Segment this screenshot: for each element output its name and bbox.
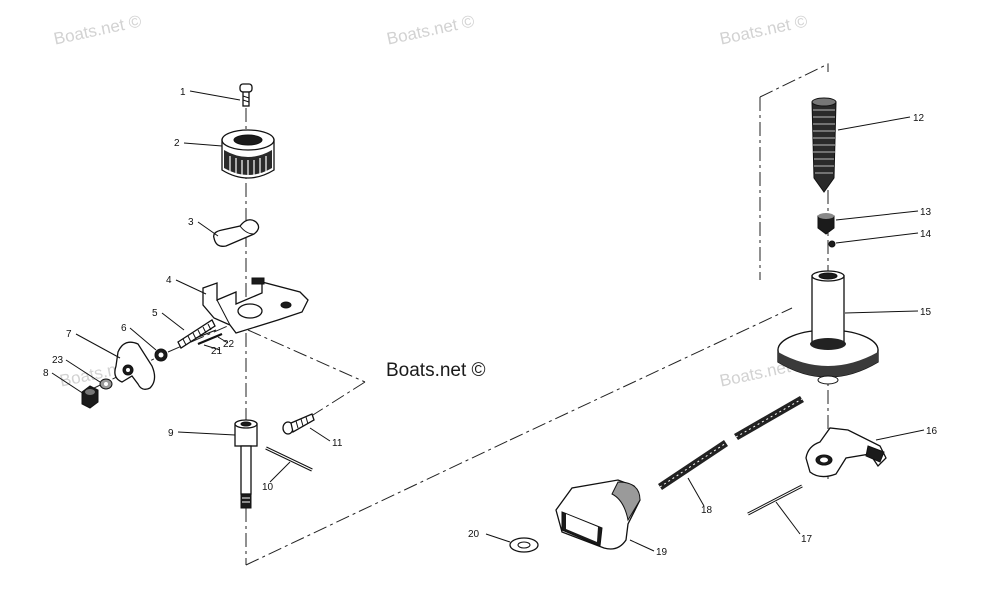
callout-18: 18 (701, 505, 713, 516)
part-1-screw (239, 83, 253, 107)
callout-22: 22 (223, 339, 235, 350)
callout-8: 8 (43, 368, 49, 379)
callout-17: 17 (801, 534, 813, 545)
part-18-rope (658, 396, 804, 490)
part-13-fitting (817, 213, 835, 235)
callout-6: 6 (121, 323, 127, 334)
part-21-22-pins (195, 329, 223, 346)
part-19-handle (555, 479, 641, 550)
part-11-screw (282, 413, 315, 435)
part-14-ball (828, 240, 836, 248)
callout-12: 12 (913, 113, 925, 124)
part-12-threaded-sleeve (811, 97, 837, 193)
callout-5: 5 (152, 308, 158, 319)
part-10-pin (265, 446, 313, 472)
callout-23: 23 (52, 355, 64, 366)
callout-15: 15 (920, 307, 932, 318)
watermark-main: Boats.net © (386, 360, 486, 381)
part-17-rod (747, 484, 803, 516)
leader-lines (51, 90, 925, 552)
part-15-drive-pulley (777, 270, 879, 385)
callout-11: 11 (332, 438, 343, 449)
callout-14: 14 (920, 229, 932, 240)
part-8-nut (81, 385, 99, 409)
callout-4: 4 (166, 275, 172, 286)
callout-3: 3 (188, 217, 194, 228)
part-5-spring (177, 319, 216, 349)
part-7-cam-lever (114, 341, 156, 390)
callout-10: 10 (262, 482, 274, 493)
callout-9: 9 (168, 428, 174, 439)
assembly-lines (89, 63, 829, 566)
part-6-washer (154, 348, 168, 362)
callout-13: 13 (920, 207, 932, 218)
callout-21: 21 (211, 346, 223, 357)
part-3-spring-clip (213, 219, 260, 247)
part-4-bracket (202, 277, 309, 334)
callout-labels: 1 2 3 4 5 6 7 23 8 21 22 9 10 11 12 13 1… (43, 87, 938, 558)
callout-20: 20 (468, 529, 480, 540)
part-23-washer (99, 378, 113, 390)
callout-1: 1 (180, 87, 186, 98)
callout-19: 19 (656, 547, 668, 558)
part-16-arm (805, 427, 887, 478)
callout-16: 16 (926, 426, 938, 437)
part-2-gear (221, 129, 275, 179)
callout-7: 7 (66, 329, 72, 340)
part-9-shaft (234, 419, 258, 509)
part-20-washer (509, 537, 539, 553)
callout-2: 2 (174, 138, 180, 149)
